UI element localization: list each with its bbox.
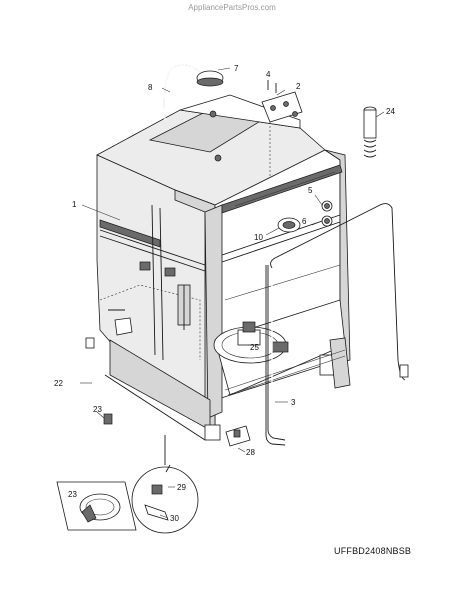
drain-hose [69,298,133,430]
mounting-bracket [261,80,303,178]
callout-30: 30 [170,514,179,523]
clamp-detail-box [56,481,137,531]
callout-8: 8 [148,83,153,92]
callout-4: 4 [266,70,271,79]
leader-lines [80,67,385,519]
callout-6: 6 [302,217,307,226]
callout-23-detail: 23 [68,490,77,499]
callout-10: 10 [254,233,263,242]
callout-5: 5 [308,186,313,195]
vent-cap [196,70,224,87]
callout-7: 7 [234,64,239,73]
callout-2: 2 [296,82,301,91]
callout-labels: 1 2 3 4 5 6 7 8 10 22 23 24 25 28 29 30 … [54,64,395,523]
callout-28: 28 [246,448,255,457]
detail-circle [131,435,199,534]
door-gasket [267,265,286,441]
watermark-text: AppliancePartsPros.com [188,3,276,12]
callout-24: 24 [386,107,395,116]
callout-23: 23 [93,405,102,414]
tub-body [96,94,351,441]
callout-3: 3 [291,398,296,407]
spring-part [363,106,377,158]
fittings [277,200,333,233]
callout-29: 29 [177,483,186,492]
callout-25: 25 [250,343,259,352]
latch-bracket [225,425,251,447]
callout-1: 1 [72,200,77,209]
callout-22: 22 [54,379,63,388]
model-number: UFFBD2408NBSB [334,546,412,556]
